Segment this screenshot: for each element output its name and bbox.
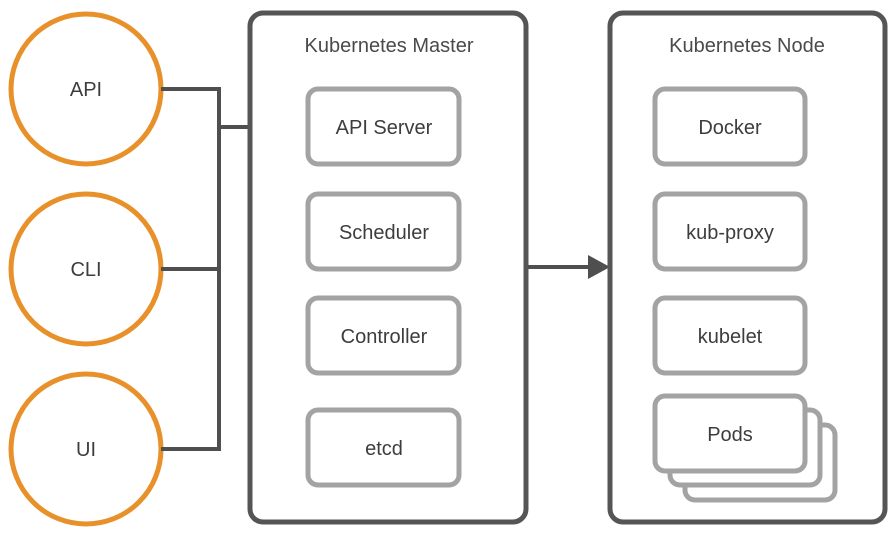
master-component-api-server: API Server: [305, 86, 462, 167]
etcd-label: etcd: [365, 438, 403, 460]
kub-proxy-box: [652, 191, 808, 272]
master-component-etcd: etcd: [305, 407, 462, 488]
master-component-controller: Controller: [305, 295, 462, 376]
node-component-docker: Docker: [652, 86, 808, 167]
client-ui: UI: [8, 371, 164, 527]
kubelet-label: kubelet: [698, 326, 763, 348]
client-api: API: [8, 11, 164, 167]
client-api-label: API: [70, 79, 102, 101]
kub-proxy-label: kub-proxy: [686, 222, 774, 244]
node-component-pods: Pods: [652, 393, 838, 503]
kubernetes-node: Kubernetes Node Docker kub-proxy kubelet…: [607, 10, 888, 525]
client-cli-label: CLI: [70, 259, 101, 281]
etcd-box: [305, 407, 462, 488]
pods-stack-front: [652, 393, 808, 474]
node-component-kub-proxy: kub-proxy: [652, 191, 808, 272]
client-ui-label: UI: [76, 439, 96, 461]
api-server-label: API Server: [336, 117, 433, 139]
scheduler-label: Scheduler: [339, 222, 429, 244]
controller-box: [305, 295, 462, 376]
client-cli: CLI: [8, 191, 164, 347]
master-title: Kubernetes Master: [305, 35, 474, 57]
scheduler-box: [305, 191, 462, 272]
api-server-box: [305, 86, 462, 167]
kubernetes-master: Kubernetes Master API Server Scheduler C…: [247, 10, 529, 525]
pods-label: Pods: [707, 424, 753, 446]
docker-box: [652, 86, 808, 167]
controller-label: Controller: [341, 326, 428, 348]
arrow-to-node-icon: [588, 255, 610, 279]
connector-ui: [161, 127, 221, 451]
node-title: Kubernetes Node: [669, 35, 825, 57]
kubelet-box: [652, 295, 808, 376]
master-to-node-connector: [528, 255, 610, 279]
node-component-kubelet: kubelet: [652, 295, 808, 376]
master-component-scheduler: Scheduler: [305, 191, 462, 272]
connector-api: [161, 87, 221, 127]
docker-label: Docker: [698, 117, 762, 139]
